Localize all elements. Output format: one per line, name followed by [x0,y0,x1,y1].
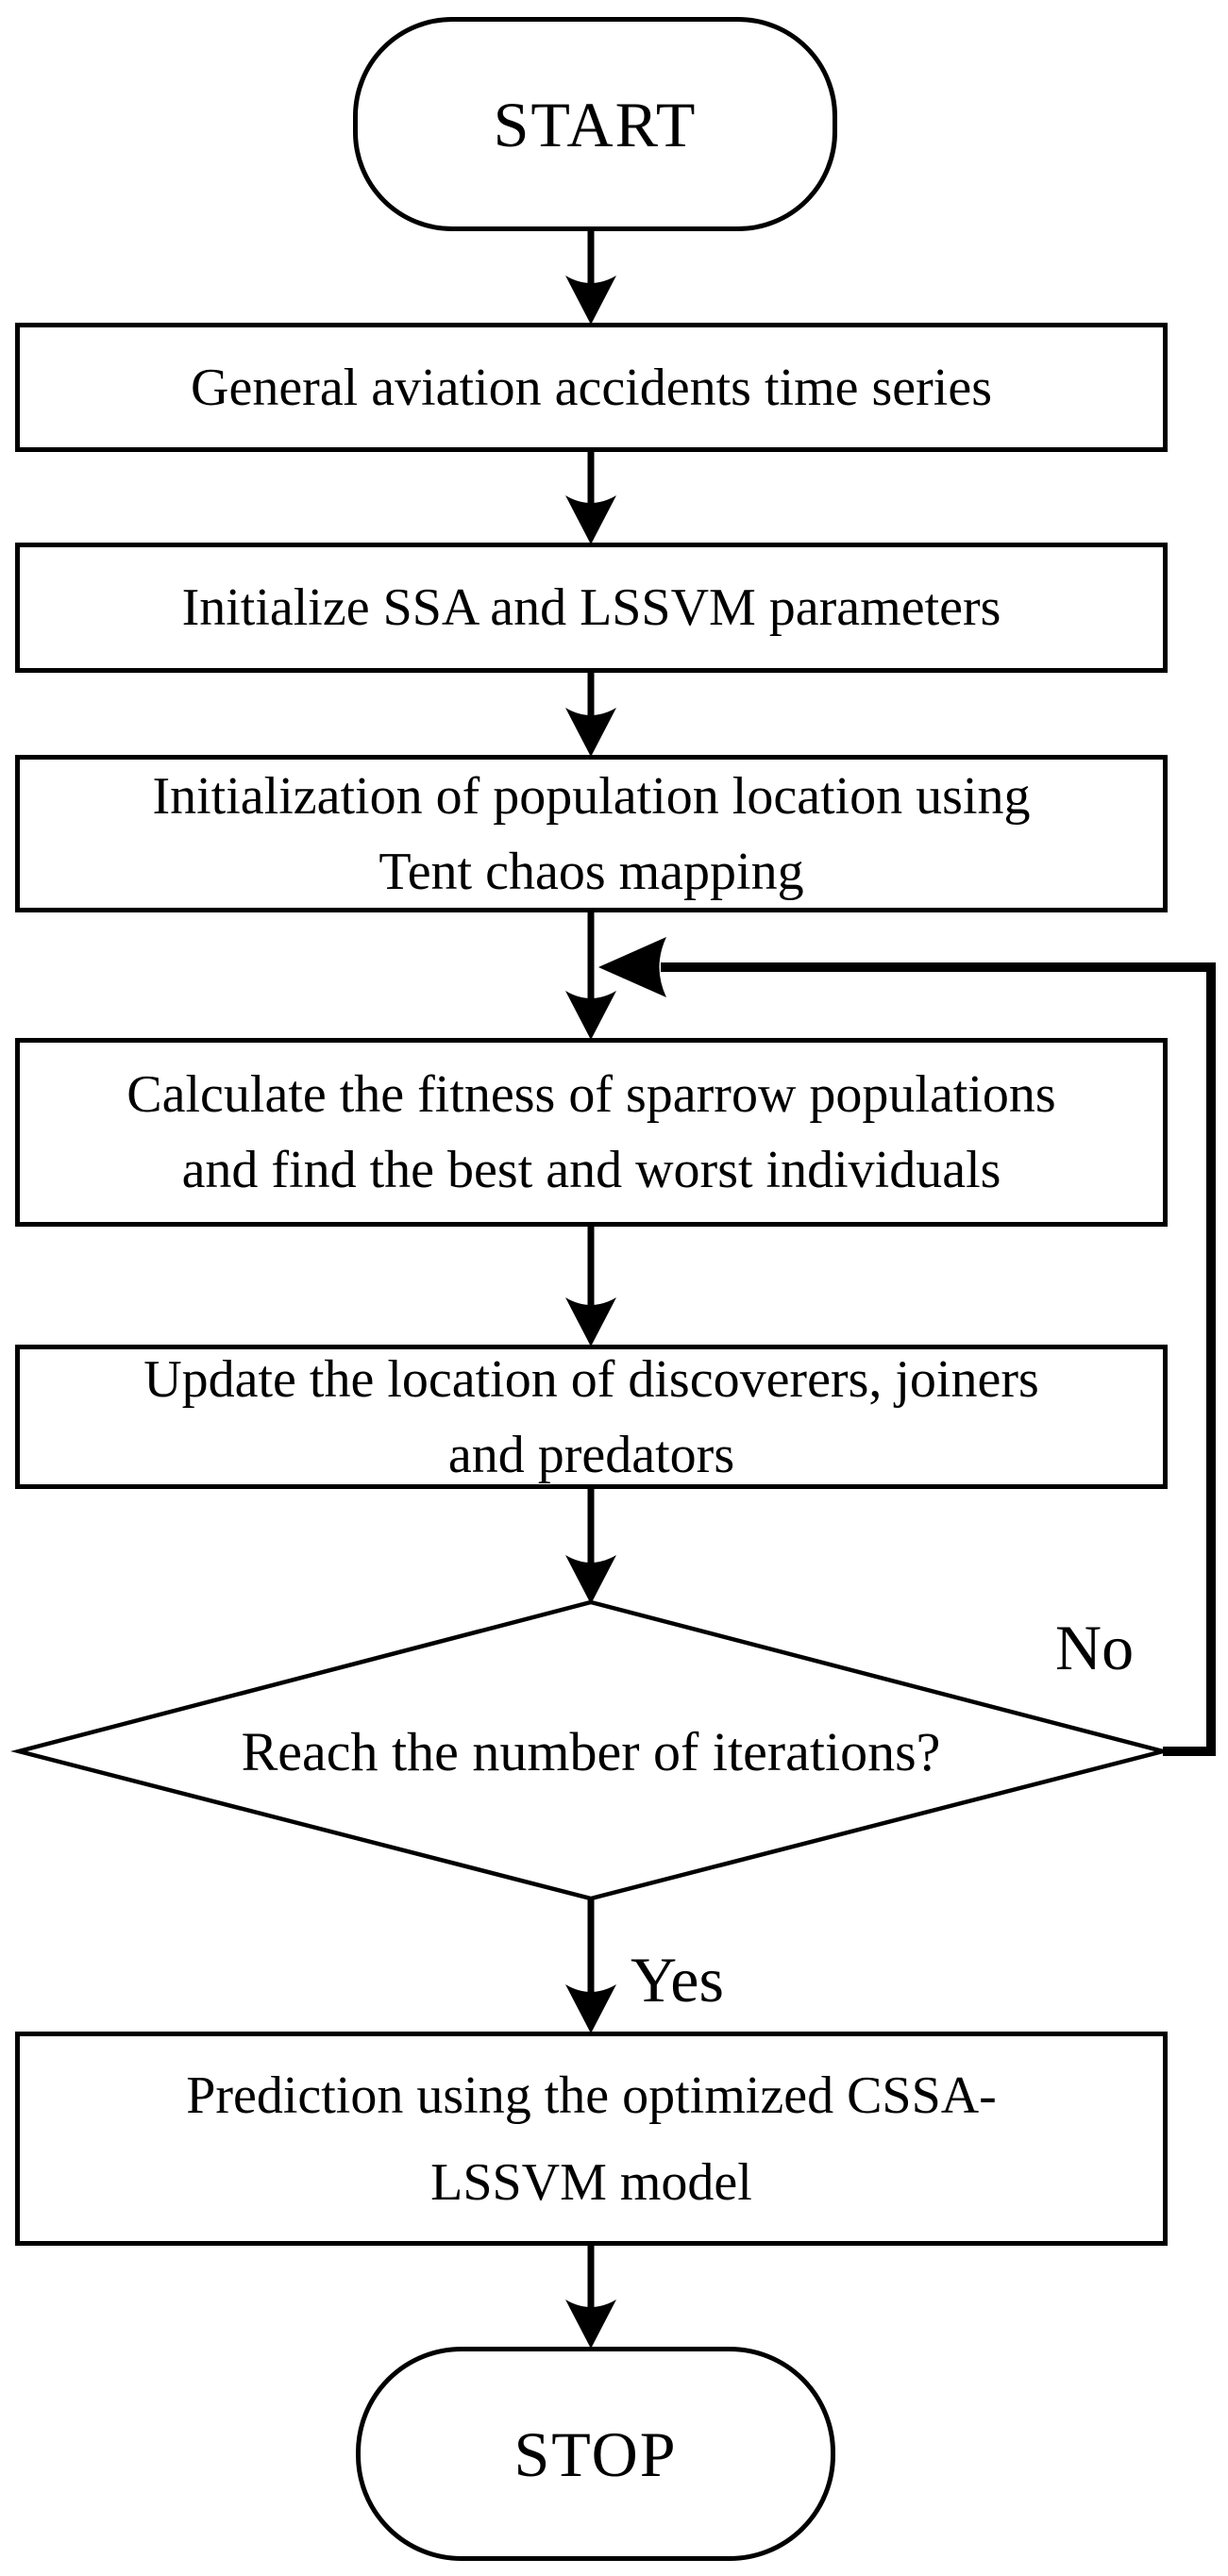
tent-chaos-label-line1: Initialization of population location us… [152,766,1031,826]
node-stop: STOP [356,2347,835,2561]
decision-diamond-shape [10,1599,1171,1901]
prediction-label-line2: LSSVM model [430,2152,752,2212]
update-location-label-line2: and predators [447,1425,735,1484]
fitness-label-line1: Calculate the fitness of sparrow populat… [126,1065,1056,1124]
init-params-label: Initialize SSA and LSSVM parameters [181,578,1001,637]
tent-chaos-label-line2: Tent chaos mapping [378,842,804,901]
arrow-tentchaos-to-fitness [565,912,616,1040]
arrow-timeseries-to-initparams [565,452,616,544]
edge-label-yes: Yes [631,1944,724,2016]
arrow-fitness-to-update [565,1227,616,1347]
node-init-params: Initialize SSA and LSSVM parameters [15,543,1168,673]
arrow-decision-to-prediction [565,1899,616,2033]
loop-no-feedback [598,937,1216,1756]
node-prediction: Prediction using the optimized CSSA- LSS… [15,2032,1168,2246]
decision-label: Reach the number of iterations? [241,1720,941,1782]
node-update-location: Update the location of discoverers, join… [15,1345,1168,1489]
node-fitness: Calculate the fitness of sparrow populat… [15,1038,1168,1227]
timeseries-label: General aviation accidents time series [191,358,992,417]
fitness-label-line2: and find the best and worst individuals [181,1141,1001,1199]
arrow-update-to-decision [565,1489,616,1604]
stop-label: STOP [513,2417,678,2490]
arrow-start-to-timeseries [565,231,616,325]
arrow-prediction-to-stop [565,2246,616,2349]
edge-label-no: No [1055,1612,1135,1683]
node-start: START [353,17,837,231]
node-tent-chaos: Initialization of population location us… [15,755,1168,912]
arrow-initparams-to-tentchaos [565,673,616,757]
start-label: START [493,88,698,160]
node-timeseries: General aviation accidents time series [15,323,1168,452]
update-location-label-line1: Update the location of discoverers, join… [143,1349,1039,1409]
prediction-label-line1: Prediction using the optimized CSSA- [186,2066,997,2125]
